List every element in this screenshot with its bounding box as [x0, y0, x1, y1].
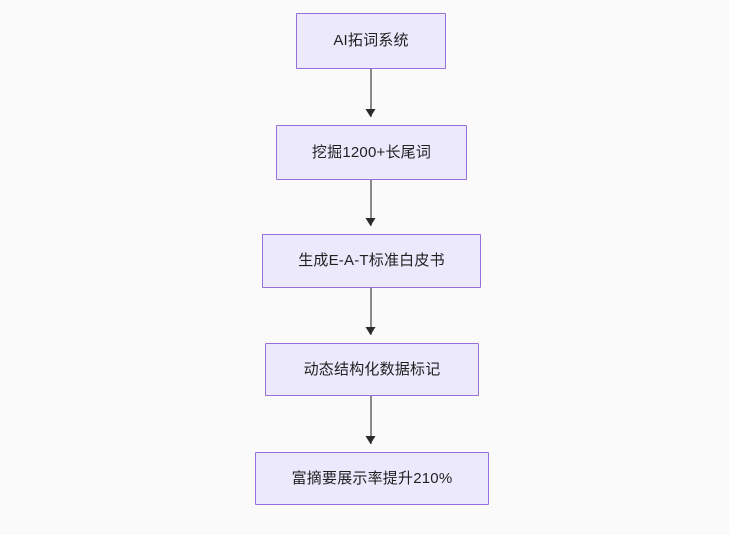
- flow-node-label: 富摘要展示率提升210%: [291, 469, 453, 487]
- edge-line: [370, 69, 372, 117]
- flow-node-n1[interactable]: AI拓词系统: [296, 13, 446, 69]
- arrowhead-down-icon: [365, 109, 376, 117]
- flow-node-label: 挖掘1200+长尾词: [311, 143, 432, 161]
- edge-line: [370, 288, 372, 335]
- flow-node-label: AI拓词系统: [333, 32, 409, 49]
- edge-line: [370, 180, 372, 226]
- flow-node-n4[interactable]: 动态结构化数据标记: [265, 343, 479, 396]
- flow-node-label: 动态结构化数据标记: [303, 360, 441, 378]
- arrowhead-down-icon: [365, 327, 376, 335]
- flow-node-label: 生成E-A-T标准白皮书: [298, 252, 445, 269]
- flow-node-n3[interactable]: 生成E-A-T标准白皮书: [262, 234, 481, 288]
- flow-node-n2[interactable]: 挖掘1200+长尾词: [276, 125, 467, 180]
- flow-node-n5[interactable]: 富摘要展示率提升210%: [255, 452, 489, 505]
- arrowhead-down-icon: [365, 436, 376, 444]
- edge-line: [370, 396, 372, 444]
- arrowhead-down-icon: [365, 218, 376, 226]
